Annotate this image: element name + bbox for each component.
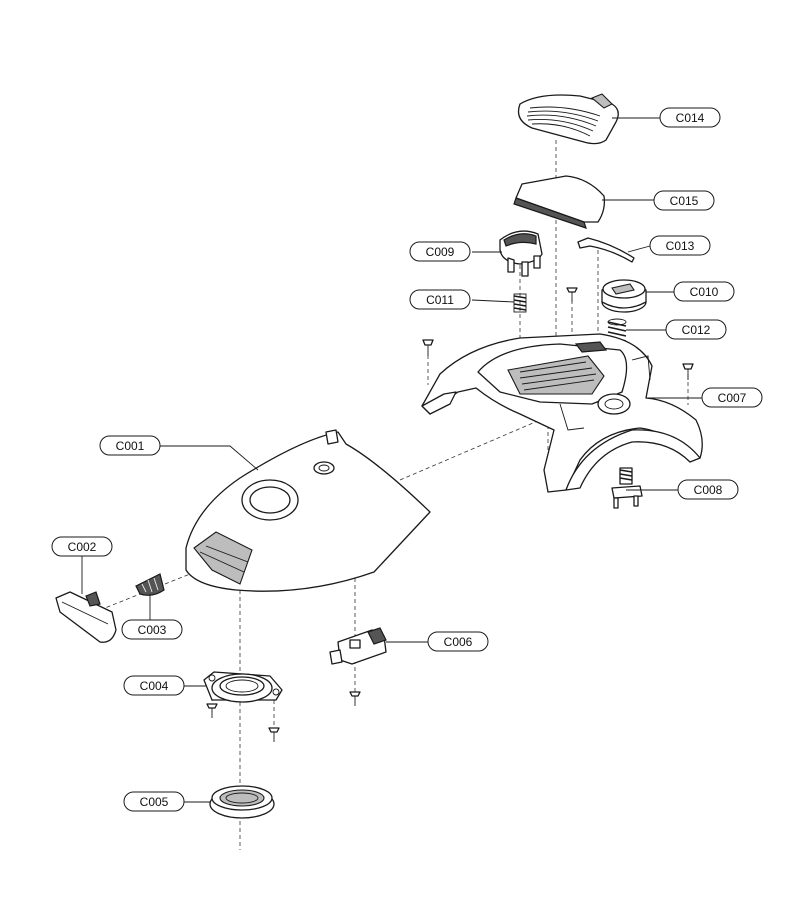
callout-c012-box: [665, 319, 727, 340]
callout-c008-box: [677, 479, 739, 500]
callout-c015-text: C015: [670, 194, 699, 208]
callout-c012: C012: [665, 319, 727, 340]
screws: [206, 287, 694, 742]
assembly-axes: [99, 140, 689, 850]
callout-c004-text: C004: [140, 679, 169, 693]
callout-c007-box: [701, 387, 763, 408]
part-c007-body-frame: [421, 333, 703, 493]
part-c001-front-hood: [185, 429, 431, 592]
callout-c001-box: [99, 435, 161, 456]
callout-c006-text: C006: [444, 635, 473, 649]
callout-c001: C001: [99, 435, 161, 456]
callout-c006: C006: [427, 631, 489, 652]
callout-c002-box: [51, 536, 113, 557]
callout-c003-box: [121, 619, 183, 640]
part-c008-plug: [611, 467, 643, 509]
callout-c001-text: C001: [116, 439, 145, 453]
part-c003-filter-cone: [135, 573, 165, 596]
callout-c011: C011: [409, 289, 471, 310]
part-c009-button: [499, 230, 543, 277]
leader-lines: [81, 117, 702, 803]
callout-c009: C009: [409, 241, 471, 262]
callout-c006-box: [427, 631, 489, 652]
part-c002-handle-piece: [55, 591, 117, 643]
part-c004-ring-holder: [203, 671, 283, 703]
callout-c009-text: C009: [426, 245, 455, 259]
callout-c005-text: C005: [140, 795, 169, 809]
screw-right: [682, 363, 694, 380]
callout-c008: C008: [677, 479, 739, 500]
callout-c007-text: C007: [718, 391, 747, 405]
callout-c004: C004: [123, 675, 185, 696]
screw-c004-right: [268, 727, 280, 742]
callout-c013: C013: [649, 235, 711, 256]
callout-c002-text: C002: [68, 540, 97, 554]
callout-c011-box: [409, 289, 471, 310]
callout-c013-box: [649, 235, 711, 256]
part-c011-spring: [513, 293, 527, 313]
part-c013-clip: [577, 237, 635, 263]
screw-c006: [349, 691, 361, 706]
callout-c013-text: C013: [666, 239, 695, 253]
callout-c002: C002: [51, 536, 113, 557]
callout-c014-box: [659, 107, 721, 128]
screw-c004-left: [206, 703, 218, 718]
callout-c004-box: [123, 675, 185, 696]
screw-top-center: [566, 287, 578, 302]
part-c012-spring: [607, 318, 627, 342]
callout-c014: C014: [659, 107, 721, 128]
callout-c014-text: C014: [676, 111, 705, 125]
part-c010-knob-cap: [601, 279, 647, 313]
part-c006-switch: [329, 627, 387, 665]
callout-c010: C010: [673, 281, 735, 302]
part-c005-ring: [209, 785, 275, 819]
screw-left: [422, 339, 434, 356]
callout-c015-box: [653, 190, 715, 211]
part-c014-top-cover: [517, 93, 619, 145]
callout-c011-text: C011: [426, 293, 454, 307]
callout-c005: C005: [123, 791, 185, 812]
callout-c008-text: C008: [694, 483, 723, 497]
callout-c003-text: C003: [138, 623, 167, 637]
callout-c009-box: [409, 241, 471, 262]
part-c015-filter-plate: [513, 175, 606, 229]
callout-c003: C003: [121, 619, 183, 640]
callout-c012-text: C012: [682, 323, 711, 337]
callout-c005-box: [123, 791, 185, 812]
callout-c015: C015: [653, 190, 715, 211]
callout-c007: C007: [701, 387, 763, 408]
callout-c010-box: [673, 281, 735, 302]
callout-c010-text: C010: [690, 285, 719, 299]
